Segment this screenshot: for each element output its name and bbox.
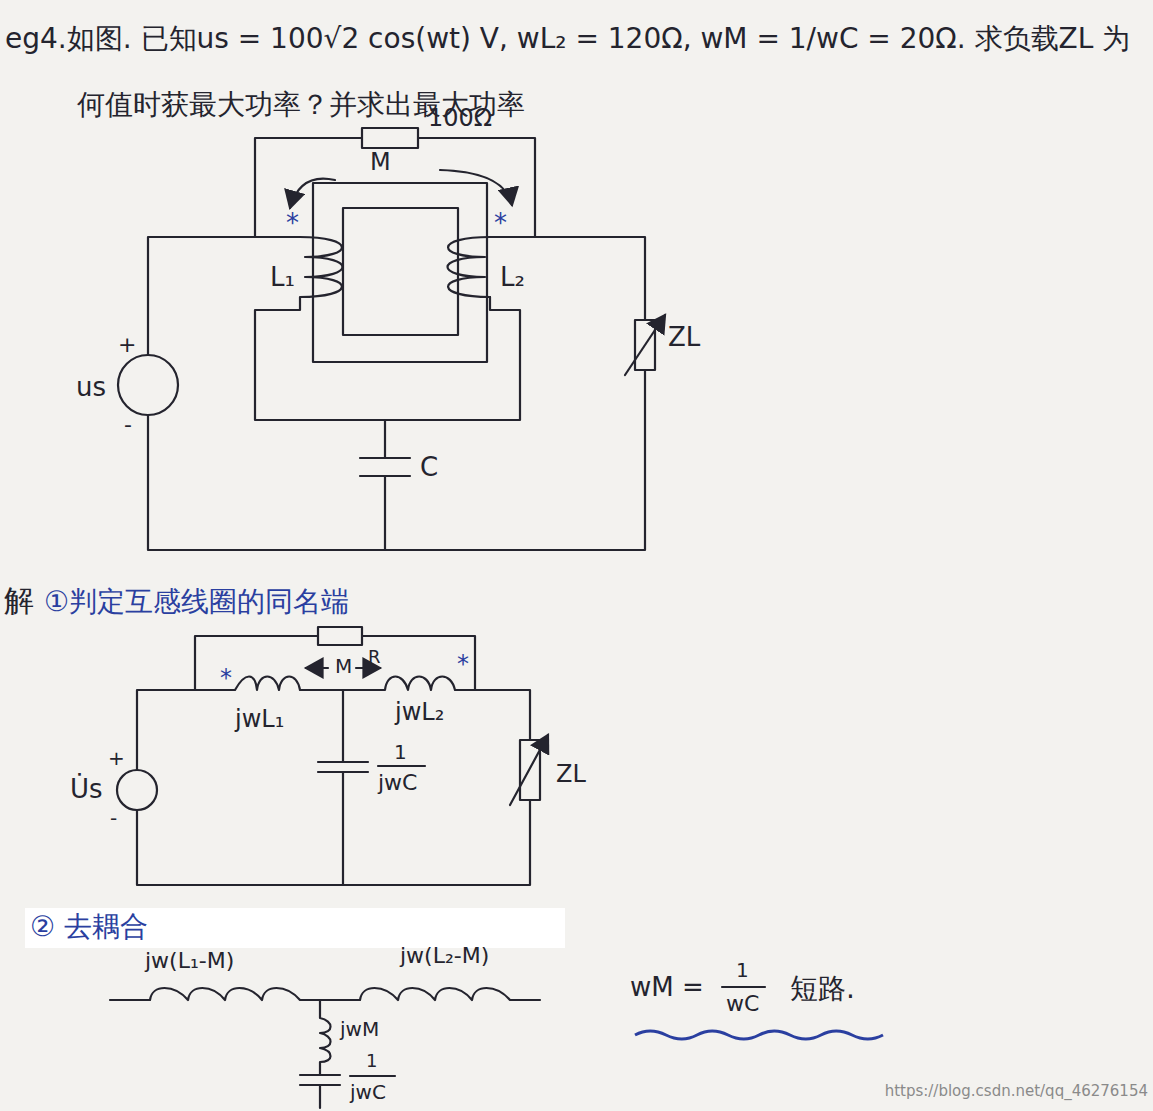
wavy-underline bbox=[635, 1031, 883, 1039]
fraction-bottom: jwC bbox=[378, 770, 417, 796]
mutual-label: M bbox=[335, 654, 352, 678]
wire bbox=[137, 800, 530, 885]
voltage-source bbox=[117, 770, 157, 810]
fraction-bar bbox=[378, 765, 425, 767]
coil-l2 bbox=[448, 237, 491, 297]
capacitor-symbol bbox=[318, 690, 368, 885]
wire bbox=[148, 237, 300, 355]
impedance-label: jwL₂ bbox=[395, 698, 444, 727]
wire bbox=[148, 370, 645, 550]
variable-arrow bbox=[510, 735, 548, 805]
decoupled-coils bbox=[110, 988, 540, 1000]
note-text: 短路. bbox=[790, 972, 855, 1006]
coil-name: L₁ bbox=[270, 262, 295, 293]
resistor-name: R bbox=[368, 646, 381, 668]
equation-text: wM = bbox=[630, 972, 704, 1003]
wire bbox=[490, 237, 645, 320]
impedance-label: jw(L₂-M) bbox=[400, 943, 489, 969]
white-out-patch bbox=[25, 908, 565, 948]
dot-mark: * bbox=[457, 650, 469, 679]
mutual-arrow bbox=[356, 667, 380, 669]
polarity-sign: + bbox=[118, 332, 136, 358]
fraction-bottom: wC bbox=[726, 991, 759, 1017]
solution-marker: 解 bbox=[4, 583, 34, 619]
coil-l1 bbox=[255, 237, 520, 420]
fraction-bar bbox=[722, 986, 765, 988]
impedance-label: jwL₁ bbox=[235, 705, 284, 734]
step-heading: ①判定互感线圈的同名端 bbox=[44, 585, 349, 619]
impedance-label: jwM bbox=[340, 1017, 379, 1041]
fraction-bottom: jwC bbox=[350, 1080, 386, 1104]
wire bbox=[255, 138, 362, 237]
variable-arrow bbox=[625, 315, 665, 375]
problem-statement: eg4.如图. 已知us = 100√2 cos(wt) V, wL₂ = 12… bbox=[2, 6, 1142, 138]
resistor-symbol bbox=[318, 627, 362, 645]
wire bbox=[418, 138, 535, 237]
transformer-core bbox=[343, 208, 458, 335]
load-label: ZL bbox=[668, 322, 700, 353]
fraction-bar bbox=[350, 1075, 395, 1077]
fraction-top: 1 bbox=[366, 1050, 377, 1072]
mutual-arrow bbox=[306, 667, 328, 669]
step-heading: ② 去耦合 bbox=[30, 910, 148, 944]
mutual-label: M bbox=[370, 148, 391, 177]
mutual-arrow bbox=[290, 179, 335, 208]
watermark: https://blog.csdn.net/qq_46276154 bbox=[885, 1082, 1148, 1100]
coil-name: L₂ bbox=[500, 262, 525, 293]
fraction-top: 1 bbox=[394, 740, 407, 764]
value-label: 100Ω bbox=[428, 104, 492, 133]
source-name: U̇s bbox=[70, 774, 103, 805]
polarity-sign: - bbox=[124, 412, 132, 438]
impedance-label: jw(L₁-M) bbox=[145, 948, 234, 974]
dot-mark: * bbox=[220, 664, 232, 693]
fraction-top: 1 bbox=[736, 958, 749, 982]
capacitor-name: C bbox=[420, 452, 438, 483]
coupled-coils bbox=[137, 677, 530, 771]
capacitor-symbol bbox=[360, 420, 410, 550]
polarity-sign: + bbox=[108, 746, 125, 770]
polarity-sign: - bbox=[110, 806, 117, 830]
dot-mark: * bbox=[494, 208, 507, 239]
load-label: ZL bbox=[556, 760, 586, 789]
dot-mark: * bbox=[286, 208, 299, 239]
mutual-arrow bbox=[440, 170, 512, 205]
voltage-source bbox=[118, 355, 178, 415]
branch-jwm-capacitor bbox=[300, 1000, 340, 1108]
resistor-symbol bbox=[362, 128, 418, 148]
source-name: us bbox=[76, 372, 106, 403]
